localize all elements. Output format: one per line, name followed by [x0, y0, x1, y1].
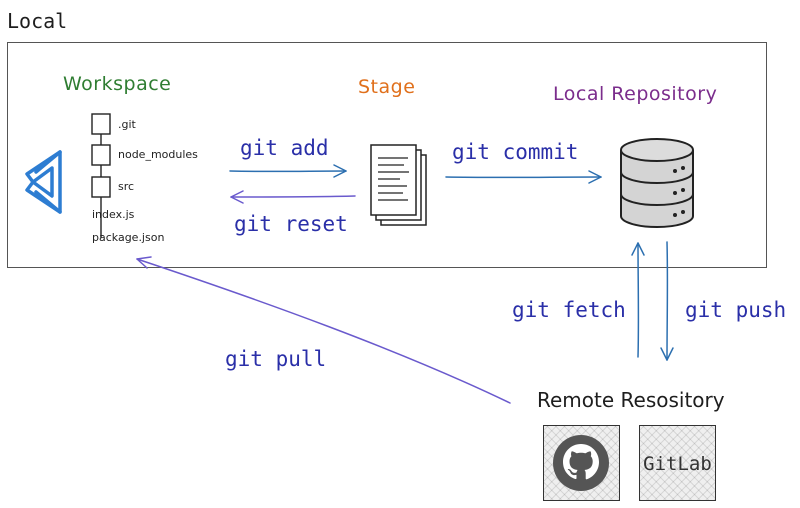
- local-repository-title: Local Repository: [553, 83, 718, 105]
- git-reset-arrow: [230, 190, 356, 204]
- git-add-arrow: [229, 164, 347, 178]
- gitlab-tile: GitLab: [639, 425, 716, 501]
- local-container: [7, 42, 767, 268]
- git-pull-arrow: [136, 256, 511, 404]
- file-tree-item: node_modules: [118, 148, 198, 161]
- file-tree-item: index.js: [92, 208, 135, 221]
- stage-title: Stage: [358, 76, 416, 98]
- remote-repository-title: Remote Resository: [537, 388, 725, 412]
- local-title: Local: [7, 9, 68, 33]
- folder-box: [91, 144, 111, 166]
- github-icon: [553, 435, 609, 491]
- git-fetch-label: git fetch: [512, 298, 626, 322]
- document-stack-icon: [370, 144, 427, 226]
- arrows: [136, 164, 674, 404]
- github-tile: [543, 425, 620, 501]
- file-tree-item: package.json: [92, 231, 165, 244]
- git-reset-label: git reset: [234, 212, 348, 236]
- git-push-label: git push: [685, 298, 787, 322]
- git-add-label: git add: [240, 136, 329, 160]
- workspace-title: Workspace: [63, 73, 172, 95]
- folder-box: [91, 176, 111, 198]
- git-pull-label: git pull: [225, 347, 327, 371]
- gitlab-label: GitLab: [643, 453, 712, 475]
- file-tree-item: src: [118, 180, 135, 193]
- folder-box: [91, 113, 111, 135]
- git-commit-label: git commit: [452, 140, 579, 164]
- file-tree: [91, 113, 111, 238]
- git-commit-arrow: [445, 170, 602, 184]
- vscode-icon: [25, 150, 62, 214]
- file-tree-item: .git: [118, 118, 136, 131]
- git-fetch-arrow: [631, 242, 645, 358]
- database-icon: [620, 138, 694, 228]
- git-push-arrow: [660, 241, 674, 361]
